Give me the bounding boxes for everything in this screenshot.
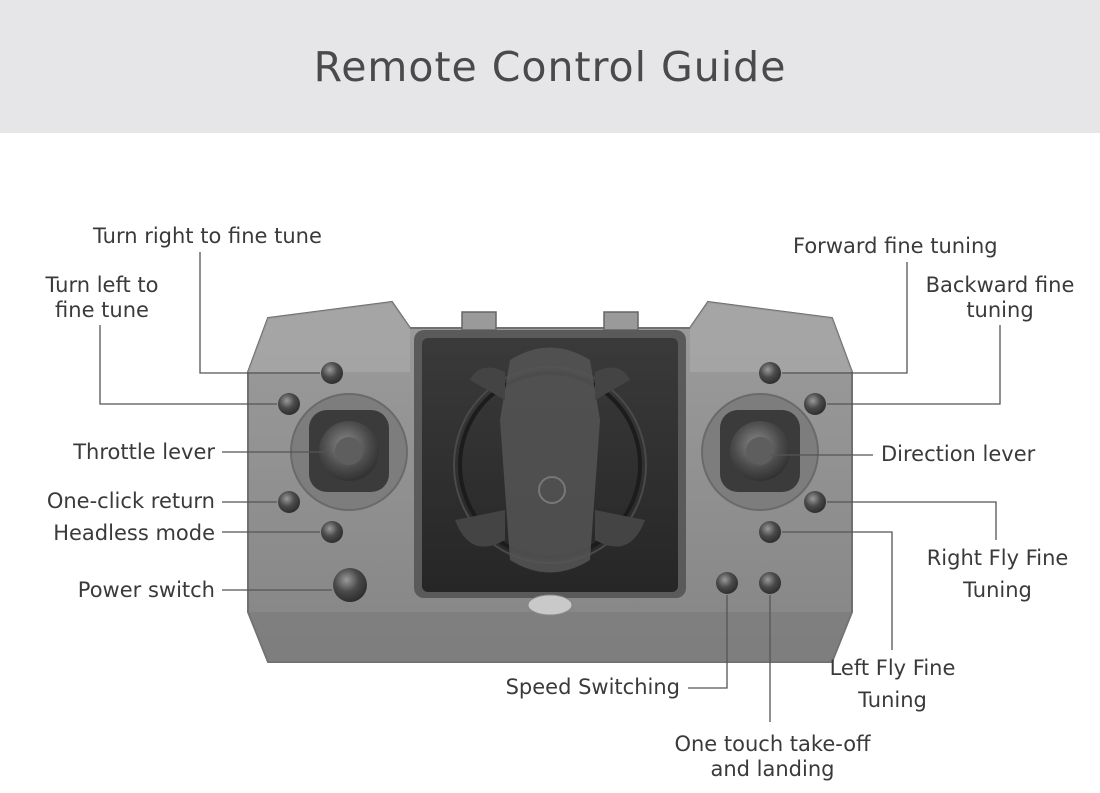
label-speed-switching: Speed Switching — [505, 675, 680, 699]
turn-left-button — [278, 393, 300, 415]
label-one-touch-takeoff: One touch take-off and landing — [674, 732, 871, 781]
page-title: Remote Control Guide — [313, 42, 787, 91]
left-fly-fine-tune-button — [759, 521, 781, 543]
label-left-fly-fine-tuning: Left Fly Fine Tuning — [829, 656, 956, 712]
turn-right-button — [321, 362, 343, 384]
label-right-fly-fine-tuning: Right Fly Fine Tuning — [926, 546, 1069, 602]
label-forward-fine-tuning: Forward fine tuning — [793, 234, 998, 258]
label-direction-lever: Direction lever — [881, 442, 1036, 466]
label-headless-mode: Headless mode — [53, 521, 215, 545]
label-power-switch: Power switch — [77, 578, 215, 602]
backward-fine-tune-button — [804, 393, 826, 415]
header-banner: Remote Control Guide — [0, 0, 1100, 133]
label-backward-fine-tuning: Backward fine tuning — [925, 273, 1075, 322]
label-turn-right: Turn right to fine tune — [93, 224, 322, 248]
leader-lines — [99, 252, 1001, 722]
takeoff-landing-button — [759, 572, 781, 594]
throttle-lever-stick — [290, 393, 408, 511]
label-throttle-lever: Throttle lever — [73, 440, 215, 464]
one-click-return-button — [278, 491, 300, 513]
right-fly-fine-tune-button — [804, 491, 826, 513]
label-one-click-return: One-click return — [46, 489, 215, 513]
direction-lever-stick — [701, 393, 819, 511]
power-switch-button — [333, 568, 367, 602]
center-display — [414, 330, 686, 616]
forward-fine-tune-button — [759, 362, 781, 384]
remote-buttons — [278, 362, 826, 602]
headless-mode-button — [321, 521, 343, 543]
label-turn-left: Turn left to fine tune — [45, 273, 159, 322]
speed-switching-button — [716, 572, 738, 594]
